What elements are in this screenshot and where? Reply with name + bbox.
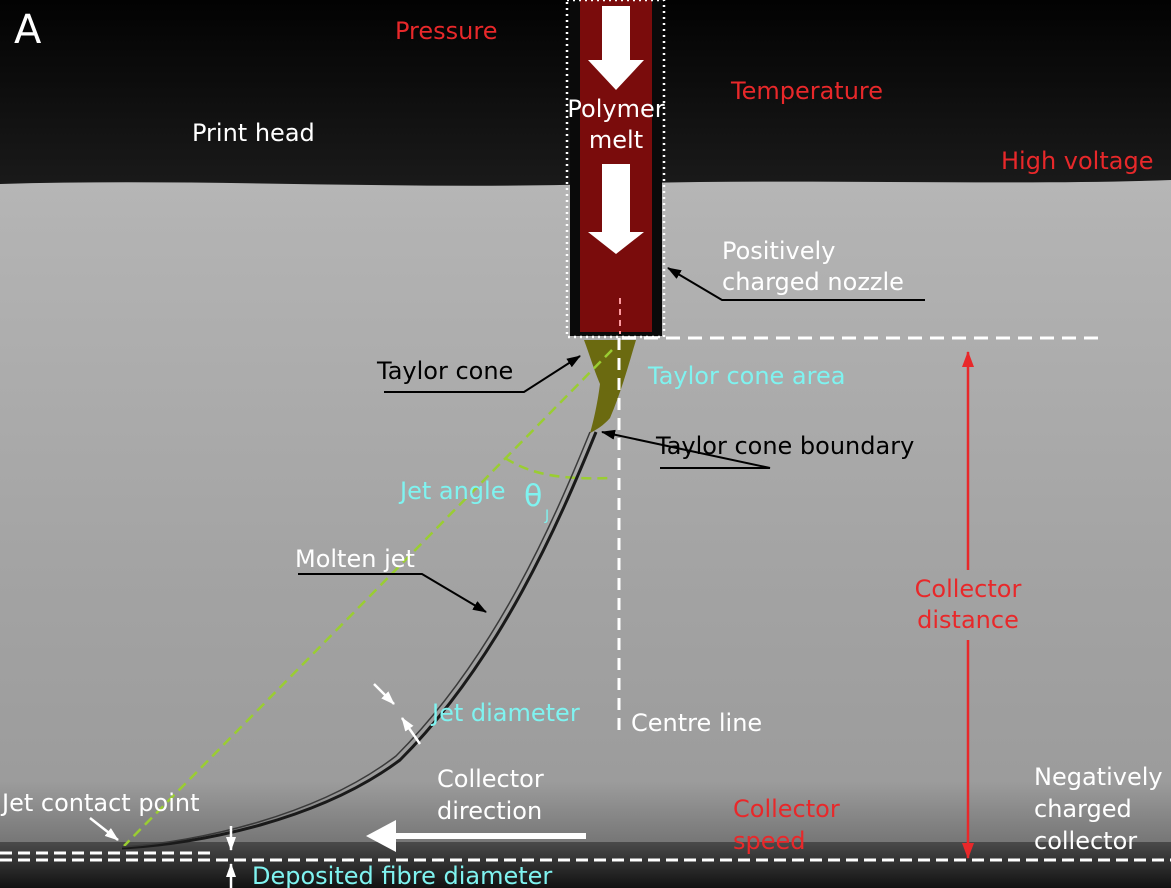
jet-angle-guide (123, 349, 613, 847)
print-head-label: Print head (192, 119, 315, 147)
negatively-charged-label-line1: Negatively (1034, 763, 1163, 791)
theta-subscript: J (545, 508, 550, 524)
collector-distance-label-line2: distance (917, 606, 1019, 634)
taylor-cone-boundary-label: Taylor cone boundary (656, 432, 915, 460)
flow-arrow-bottom-icon (588, 164, 644, 254)
jet-angle-label: Jet angle (400, 477, 506, 505)
taylor-cone-leader (384, 355, 581, 393)
jet-angle-arc (504, 456, 613, 480)
molten-jet-leader (298, 573, 487, 613)
molten-jet (121, 431, 598, 850)
jet-contact-arrow (89, 817, 119, 841)
positively-charged-label-line2: charged nozzle (722, 268, 904, 296)
collector-direction-label-line1: Collector (437, 765, 544, 793)
jet-diameter-label: Jet diameter (432, 699, 580, 727)
jet-contact-point-label: Jet contact point (2, 789, 200, 817)
pressure-label: Pressure (395, 17, 498, 45)
collector-direction-label-line2: direction (437, 797, 543, 825)
negatively-charged-label-line3: collector (1034, 827, 1138, 855)
taylor-cone-area-label: Taylor cone area (648, 362, 846, 390)
deposited-fibre-diameter-label: Deposited fibre diameter (252, 862, 553, 888)
taylor-cone-boundary-leader (601, 429, 771, 469)
flow-arrow-top-icon (588, 6, 644, 90)
collector-speed-label-line2: speed (733, 827, 806, 855)
nozzle-leader (667, 267, 925, 301)
theta-symbol: θ (524, 479, 543, 514)
polymer-melt-label-line1: Polymer (567, 95, 665, 123)
collector-distance-label-line1: Collector (914, 575, 1022, 603)
jet-diameter-arrow-outer (373, 683, 395, 705)
molten-jet-label: Molten jet (295, 545, 415, 573)
molten-jet-edge (121, 431, 591, 848)
taylor-cone-shape (584, 340, 636, 433)
centre-line-label: Centre line (631, 709, 763, 737)
high-voltage-label: High voltage (1001, 147, 1154, 175)
collector-direction-arrow-icon (366, 820, 396, 852)
positively-charged-label-line1: Positively (722, 237, 836, 265)
collector-floor (0, 842, 1171, 888)
negatively-charged-label-line2: charged (1034, 795, 1132, 823)
taylor-cone-label: Taylor cone (377, 357, 514, 385)
temperature-label: Temperature (731, 77, 884, 105)
collector-speed-label-line1: Collector (733, 795, 840, 823)
panel-letter: A (14, 7, 42, 53)
jet-diameter-arrow-inner (400, 717, 422, 745)
polymer-melt-label-line2: melt (588, 126, 644, 154)
nozzle-dotted-outline (565, 0, 666, 339)
